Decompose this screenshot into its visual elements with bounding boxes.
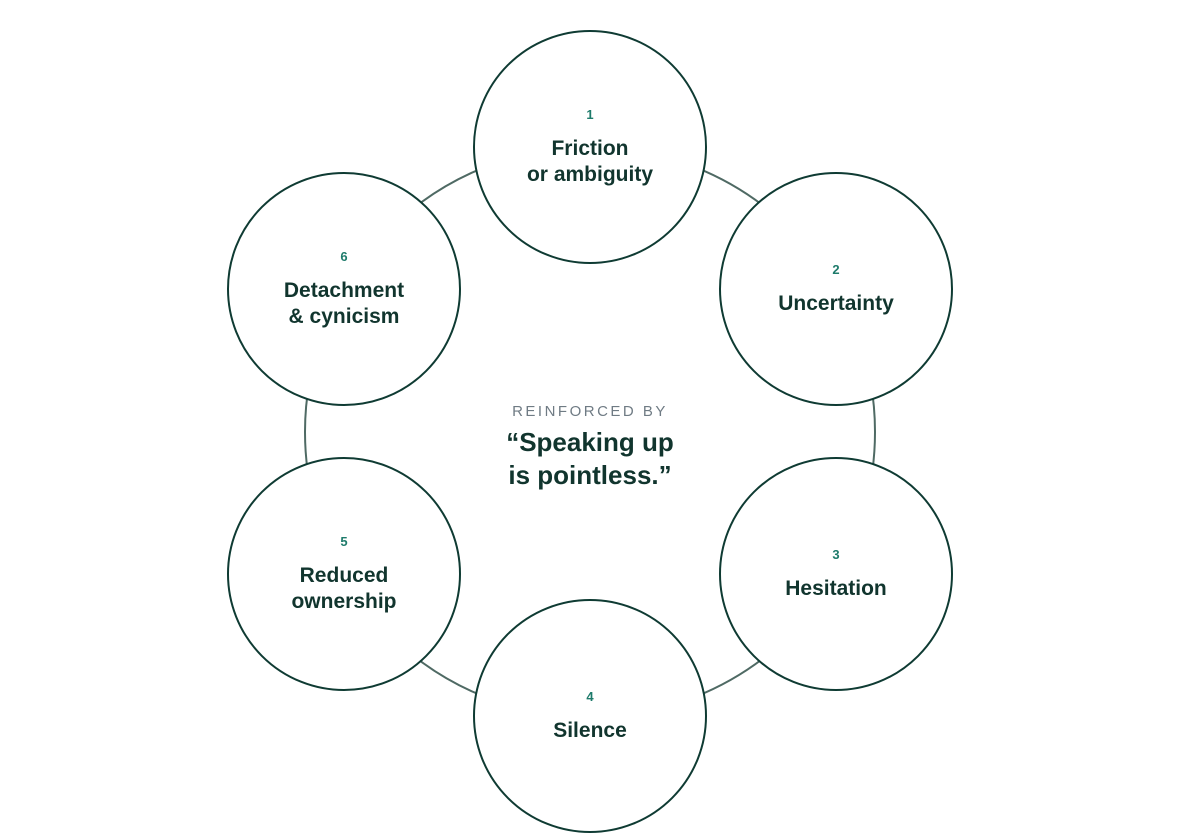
node-label: Reduced ownership	[291, 563, 397, 613]
node-label: Detachment & cynicism	[283, 278, 405, 328]
cycle-node-detachment: 6 Detachment & cynicism	[227, 172, 461, 406]
node-label: Friction or ambiguity	[526, 136, 653, 186]
cycle-node-hesitation: 3 Hesitation	[719, 457, 953, 691]
cycle-node-uncertainty: 2 Uncertainty	[719, 172, 953, 406]
center-kicker: REINFORCED BY	[512, 403, 668, 420]
node-number: 1	[586, 106, 594, 122]
node-number: 4	[586, 688, 594, 704]
node-number: 5	[340, 533, 348, 549]
node-label: Uncertainty	[778, 291, 894, 315]
cycle-node-friction: 1 Friction or ambiguity	[473, 30, 707, 264]
center-caption: REINFORCED BY “Speaking up is pointless.…	[440, 403, 740, 492]
node-number: 2	[832, 261, 840, 277]
node-label: Hesitation	[785, 576, 887, 600]
node-number: 3	[832, 546, 840, 562]
cycle-node-silence: 4 Silence	[473, 599, 707, 833]
node-number: 6	[340, 248, 348, 264]
center-quote: “Speaking up is pointless.”	[506, 427, 674, 490]
node-label: Silence	[553, 718, 627, 742]
cycle-node-reduced-ownership: 5 Reduced ownership	[227, 457, 461, 691]
